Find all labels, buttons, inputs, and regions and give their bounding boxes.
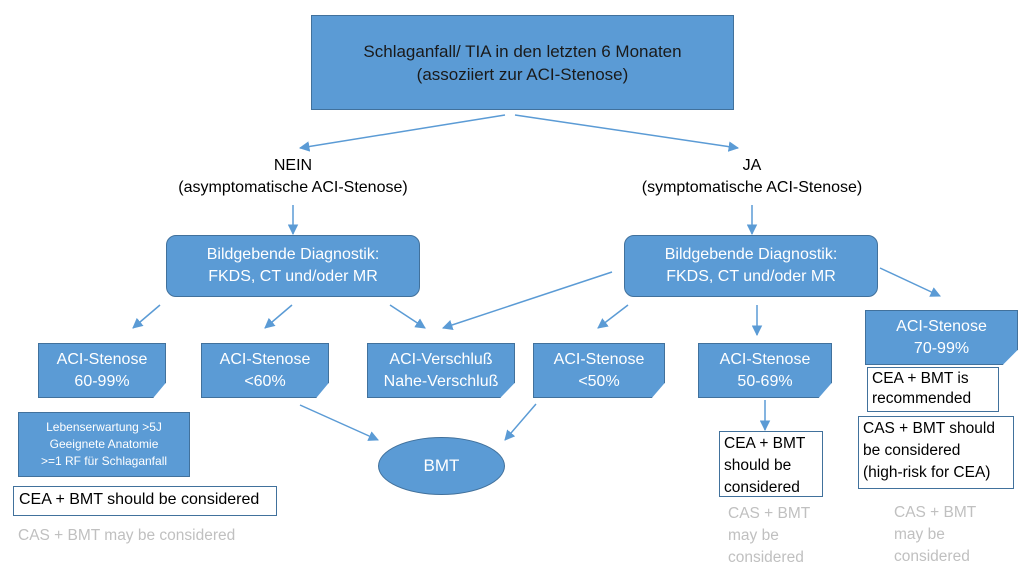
imaging-box-left: Bildgebende Diagnostik: FKDS, CT und/ode… — [166, 235, 420, 297]
right-cas-line1: CAS + BMT should — [863, 420, 995, 437]
branch-ja: JA (symptomatische ACI-Stenose) — [610, 155, 894, 199]
right-cas-line3: (high-risk for CEA) — [863, 464, 991, 481]
right-cea-line1: CEA + BMT is — [872, 370, 969, 387]
occlusion-box: ACI-Verschluß Nahe-Verschluß — [367, 343, 515, 398]
occlusion-line1: ACI-Verschluß — [389, 350, 493, 368]
arrow-s4-to-bmt — [504, 403, 537, 441]
criteria-box: Lebenserwartung >5J Geeignete Anatomie >… — [18, 412, 190, 477]
stenosis-lt50-line2: <50% — [578, 372, 620, 390]
question-box-stroke-tia: Schlaganfall/ TIA in den letzten 6 Monat… — [311, 15, 734, 110]
right-cas-gray-line1: CAS + BMT — [894, 504, 977, 521]
stenosis-box-70-99: ACI-Stenose 70-99% — [865, 310, 1018, 365]
stenosis-box-lt50: ACI-Stenose <50% — [533, 343, 665, 398]
stenosis-lt60-line2: <60% — [244, 372, 286, 390]
branch-ja-label: JA — [742, 157, 762, 174]
question-line2: (assoziiert zur ACI-Stenose) — [416, 64, 629, 84]
recommendation-left-cea: CEA + BMT should be considered — [13, 486, 277, 516]
occlusion-line2: Nahe-Verschluß — [383, 372, 499, 390]
bmt-ellipse: BMT — [378, 437, 505, 495]
question-line1: Schlaganfall/ TIA in den letzten 6 Monat… — [363, 41, 682, 61]
stenosis-box-50-69: ACI-Stenose 50-69% — [698, 343, 832, 398]
mid-cas-line1: CAS + BMT — [728, 505, 811, 522]
imaging-box-right: Bildgebende Diagnostik: FKDS, CT und/ode… — [624, 235, 878, 297]
arrow-imaging-left-to-s1 — [132, 304, 161, 329]
imaging-left-line1: Bildgebende Diagnostik: — [206, 246, 380, 263]
recommendation-left-cas: CAS + BMT may be considered — [18, 525, 288, 547]
stenosis-box-60-99: ACI-Stenose 60-99% — [38, 343, 166, 398]
imaging-right-line2: FKDS, CT und/oder MR — [666, 268, 836, 285]
criteria-line3: >=1 RF für Schlaganfall — [40, 454, 168, 468]
branch-nein-sub: (asymptomatische ACI-Stenose) — [178, 179, 408, 196]
mid-cea-line2: should be — [724, 457, 792, 474]
recommendation-right-cas: CAS + BMT should be considered (high-ris… — [858, 416, 1014, 489]
criteria-line2: Geeignete Anatomie — [49, 437, 159, 451]
right-cas-gray-line3: considered — [894, 548, 970, 565]
recommendation-right-cea: CEA + BMT is recommended — [867, 367, 999, 412]
branch-ja-sub: (symptomatische ACI-Stenose) — [641, 179, 863, 196]
stenosis-50-69-line1: ACI-Stenose — [719, 350, 811, 368]
arrow-imaging-left-to-s2 — [264, 304, 293, 329]
mid-cas-line2: may be — [728, 527, 779, 544]
arrow-top-to-nein — [298, 114, 506, 152]
arrow-imaging-left-to-s3 — [389, 304, 426, 329]
stenosis-70-99-line2: 70-99% — [913, 339, 970, 357]
arrow-imaging-right-to-s6 — [879, 267, 941, 297]
right-cea-line2: recommended — [872, 390, 972, 407]
criteria-line1: Lebenserwartung >5J — [46, 420, 162, 434]
right-cas-gray-line2: may be — [894, 526, 945, 543]
imaging-right-line1: Bildgebende Diagnostik: — [664, 246, 838, 263]
recommendation-right-cas-gray: CAS + BMT may be considered — [894, 502, 1004, 568]
stenosis-box-lt60: ACI-Stenose <60% — [201, 343, 329, 398]
stenosis-60-99-line1: ACI-Stenose — [56, 350, 148, 368]
arrow-imaging-right-to-s4 — [597, 304, 629, 329]
stenosis-lt50-line1: ACI-Stenose — [553, 350, 645, 368]
stenosis-50-69-line2: 50-69% — [737, 372, 793, 390]
left-cas-text: CAS + BMT may be considered — [18, 527, 236, 544]
imaging-left-line2: FKDS, CT und/oder MR — [208, 268, 378, 285]
mid-cea-line1: CEA + BMT — [724, 435, 806, 452]
left-cea-text: CEA + BMT should be considered — [19, 491, 260, 508]
stenosis-60-99-line2: 60-99% — [74, 372, 130, 390]
mid-cas-line3: considered — [728, 549, 804, 566]
branch-nein-label: NEIN — [273, 157, 313, 174]
mid-cea-line3: considered — [724, 479, 800, 496]
arrow-top-to-ja — [514, 114, 740, 152]
recommendation-mid-cea: CEA + BMT should be considered — [719, 431, 823, 497]
stenosis-lt60-line1: ACI-Stenose — [219, 350, 311, 368]
bmt-label: BMT — [423, 456, 460, 475]
branch-nein: NEIN (asymptomatische ACI-Stenose) — [145, 155, 441, 199]
recommendation-mid-cas: CAS + BMT may be considered — [728, 503, 838, 569]
arrow-s2-to-bmt — [299, 404, 379, 441]
arrow-imaging-right-to-s3 — [442, 271, 613, 331]
right-cas-line2: be considered — [863, 442, 961, 459]
stenosis-70-99-line1: ACI-Stenose — [896, 317, 987, 335]
